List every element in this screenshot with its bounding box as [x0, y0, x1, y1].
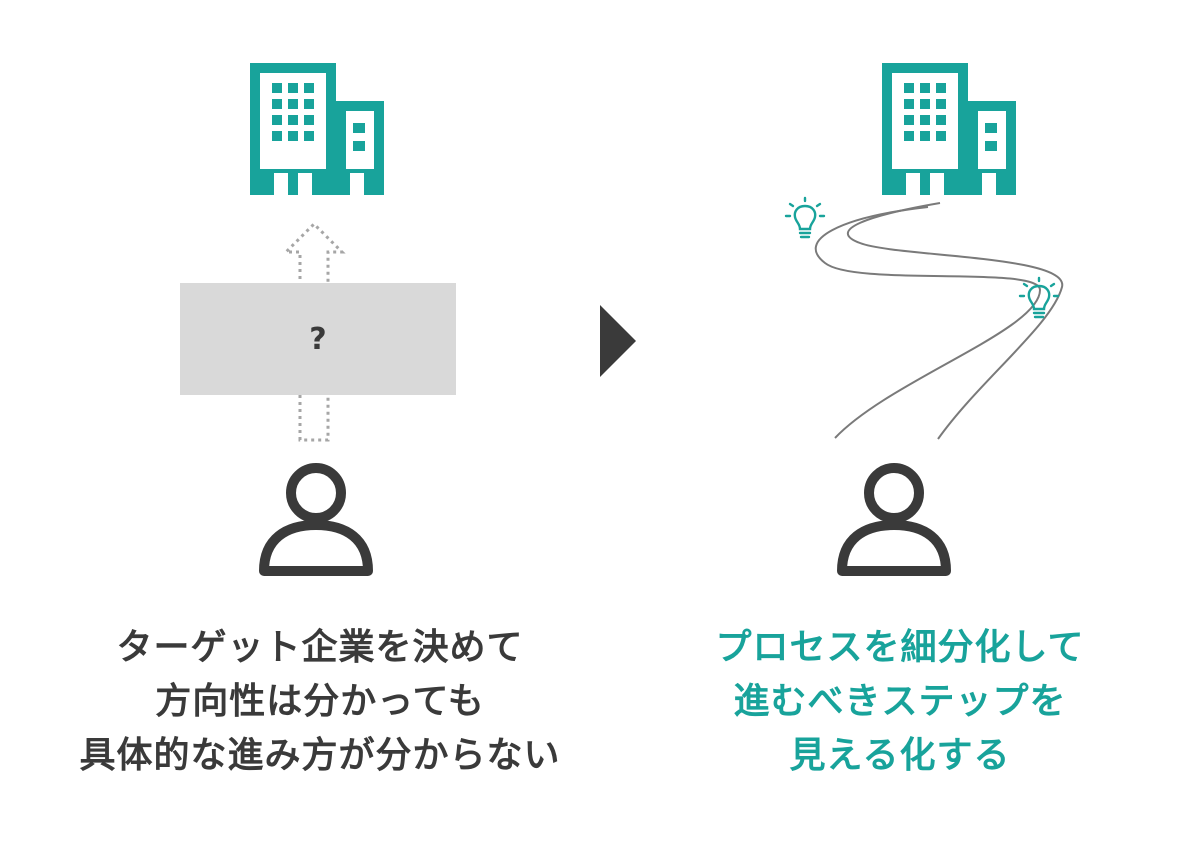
play-arrow-icon	[600, 305, 636, 377]
road-edge-left	[814, 206, 1042, 439]
right-caption: プロセスを細分化して 進むべきステップを 見える化する	[620, 621, 1180, 783]
unknown-box: ?	[180, 283, 456, 395]
right-caption-line-3: 見える化する	[789, 735, 1011, 776]
right-caption-line-2: 進むべきステップを	[733, 681, 1067, 722]
building-icon	[250, 63, 384, 195]
left-caption-line-2: 方向性は分かっても	[155, 681, 485, 722]
unknown-mark: ?	[309, 321, 327, 357]
winding-road	[814, 202, 1064, 440]
left-caption: ターゲット企業を決めて 方向性は分かっても 具体的な進み方が分からない	[40, 621, 600, 783]
left-caption-line-3: 具体的な進み方が分からない	[79, 735, 561, 776]
person-icon	[259, 463, 373, 576]
road-edge-right	[846, 202, 1064, 440]
lightbulb-icon	[784, 196, 826, 239]
person-icon	[837, 463, 951, 576]
left-caption-line-1: ターゲット企業を決めて	[116, 627, 524, 668]
right-caption-line-1: プロセスを細分化して	[715, 627, 1085, 668]
dotted-up-arrow	[282, 221, 346, 442]
lightbulb-icon	[1018, 276, 1060, 319]
building-icon	[882, 63, 1016, 195]
